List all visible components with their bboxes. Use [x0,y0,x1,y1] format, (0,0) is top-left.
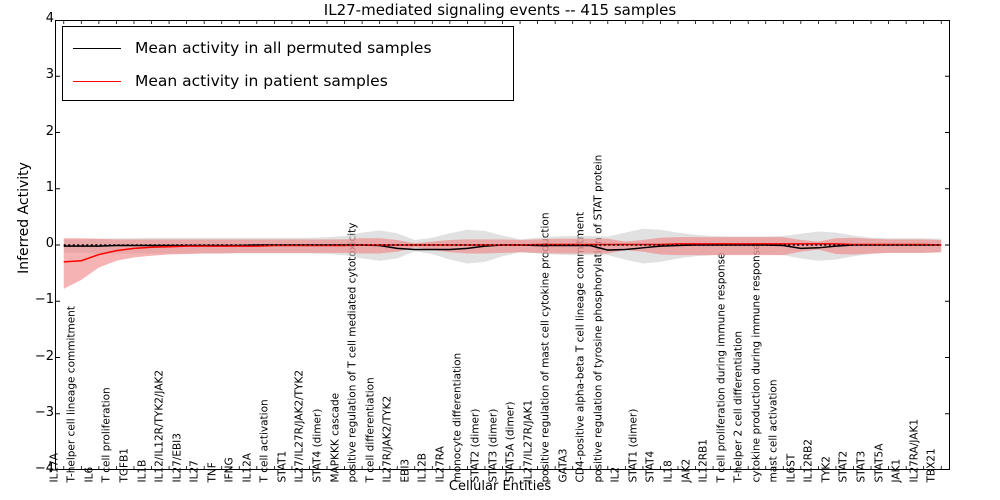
series-line [63,243,942,263]
chart-title: IL27-mediated signaling events -- 415 sa… [323,1,677,19]
y-tick-neg3: −3 [34,404,54,420]
patient-samples-band [63,237,942,289]
legend-line-red-icon [73,80,121,82]
legend[interactable]: Mean activity in all permuted samples Me… [62,26,514,101]
legend-label-patient: Mean activity in patient samples [135,72,388,90]
x-axis-label: Cellular Entities [448,479,552,494]
y-tick-neg1: −1 [34,292,54,308]
y-tick-1: 1 [45,179,54,195]
y-tick-2: 2 [45,123,54,139]
y-tick-0: 0 [45,236,54,251]
y-tick-neg4: −4 [34,461,54,476]
y-axis-tick-labels: 4 3 2 1 0 −1 −2 −3 −4 [0,0,54,500]
y-tick-4: 4 [45,11,54,26]
legend-entry-permuted: Mean activity in all permuted samples [73,33,432,63]
plot-area [55,20,950,470]
y-tick-3: 3 [45,67,54,83]
legend-entry-patient: Mean activity in patient samples [73,66,388,96]
legend-line-black-icon [73,47,121,49]
legend-label-permuted: Mean activity in all permuted samples [135,39,432,57]
y-tick-neg2: −2 [34,348,54,364]
